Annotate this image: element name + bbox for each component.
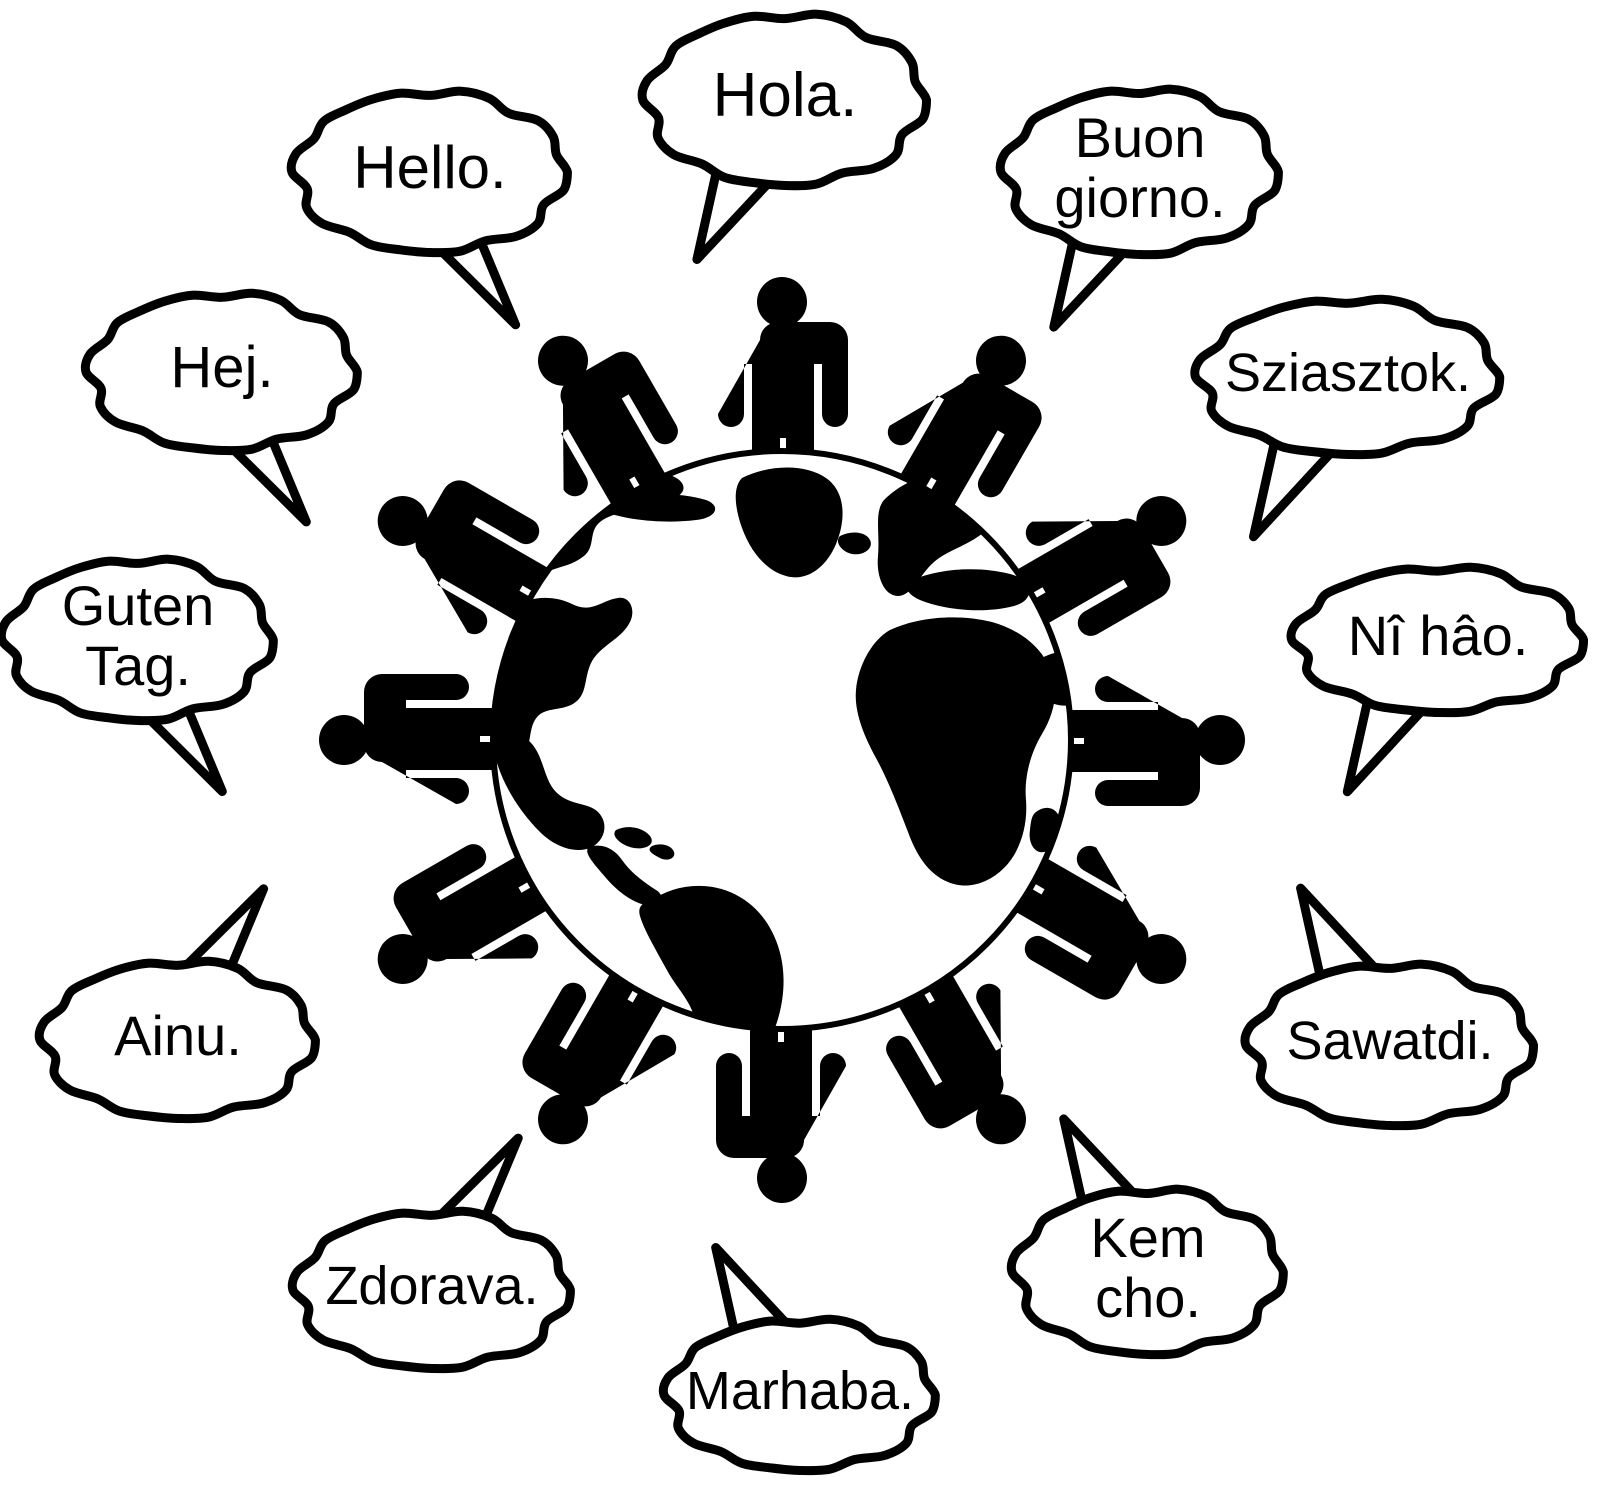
greeting-line: Marhaba. (686, 1361, 914, 1421)
greeting-line: Ainu. (114, 1004, 242, 1067)
bubble-body (1190, 294, 1505, 460)
greeting-text-ainu: Ainu. (114, 1004, 242, 1067)
greeting-line: Zdorava. (325, 1256, 538, 1316)
speech-bubble-hola: Hola. (637, 9, 932, 264)
greeting-text-hello: Hello. (353, 134, 506, 201)
greeting-line: Hello. (353, 134, 506, 201)
greeting-line: giorno. (1054, 166, 1225, 229)
speech-bubble-zdorava: Zdorava. (287, 1133, 575, 1374)
greeting-line: Tag. (85, 634, 191, 697)
bubble-body (1240, 959, 1539, 1131)
earth-globe (490, 448, 1074, 1032)
bubble-body (286, 86, 572, 258)
speech-bubble-marhaba: Marhaba. (658, 1243, 940, 1476)
bubble-body (34, 956, 320, 1124)
greeting-text-ni-hao: Nî hâo. (1348, 604, 1529, 667)
greeting-text-hola: Hola. (713, 61, 858, 130)
speech-bubble-sziasztok: Sziasztok. (1190, 294, 1505, 542)
speech-bubble-sawatdi: Sawatdi. (1240, 883, 1539, 1131)
greeting-line: Sawatdi. (1286, 1011, 1493, 1071)
greeting-text-zdorava: Zdorava. (325, 1256, 538, 1316)
greeting-line: Kem (1090, 1206, 1205, 1269)
greeting-line: cho. (1095, 1266, 1201, 1329)
speech-bubble-hej: Hej. (80, 288, 362, 527)
bubble-body (1286, 562, 1589, 718)
greeting-text-sawatdi: Sawatdi. (1286, 1011, 1493, 1071)
greeting-text-hej: Hej. (170, 335, 273, 400)
bubble-body (637, 9, 932, 191)
greeting-text-marhaba: Marhaba. (686, 1361, 914, 1421)
greeting-line: Buon (1075, 106, 1206, 169)
greeting-line: Hej. (170, 335, 273, 400)
speech-bubble-ainu: Ainu. (34, 884, 320, 1124)
greeting-line: Guten (62, 574, 215, 637)
bubble-body (1006, 1184, 1288, 1360)
greeting-text-sziasztok: Sziasztok. (1225, 343, 1471, 403)
bubble-body (80, 288, 362, 456)
bubble-body (0, 554, 278, 726)
bubble-body (658, 1314, 940, 1476)
bubble-body (995, 84, 1283, 260)
greeting-line: Sziasztok. (1225, 343, 1471, 403)
bubble-body (287, 1206, 575, 1374)
greeting-line: Hola. (713, 61, 858, 130)
greeting-line: Nî hâo. (1348, 604, 1529, 667)
speech-bubble-ni-hao: Nî hâo. (1286, 562, 1589, 797)
speech-bubble-hello: Hello. (286, 86, 572, 330)
